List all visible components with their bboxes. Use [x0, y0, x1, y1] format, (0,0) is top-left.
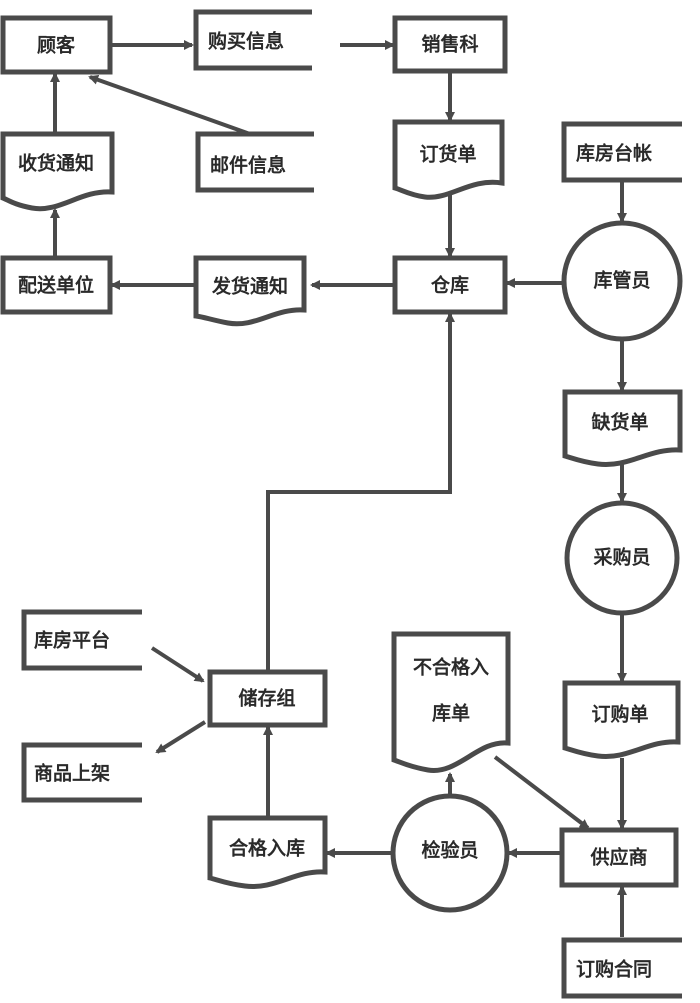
node-label: 库房平台: [34, 629, 110, 652]
store-purchase-contract: 订购合同: [561, 937, 682, 999]
role-inspector: 检验员: [390, 793, 510, 913]
node-label-line1: 不合格入: [413, 656, 489, 679]
node-label: 订购单: [591, 703, 648, 726]
node-customer: 顾客: [0, 15, 113, 75]
node-label: 合格入库: [229, 837, 305, 860]
edge-storage-shelving: [155, 720, 207, 754]
node-sales-dept: 销售科: [392, 15, 508, 74]
node-warehouse: 仓库: [392, 255, 508, 315]
node-label: 检验员: [421, 839, 478, 862]
node-label: 商品上架: [34, 762, 110, 785]
doc-order-form: 订货单: [392, 119, 505, 200]
store-purchase-info: 购买信息: [193, 9, 312, 71]
doc-purchase-order: 订购单: [562, 680, 681, 760]
node-label: 发货通知: [211, 275, 288, 298]
edge-mail-customer: [88, 74, 251, 136]
node-supplier: 供应商: [559, 827, 679, 888]
node-label: 库管员: [593, 269, 650, 292]
doc-shortage-list: 缺货单: [562, 389, 683, 468]
node-label: 邮件信息: [210, 154, 286, 177]
node-label: 仓库: [430, 274, 469, 297]
store-shelving: 商品上架: [21, 742, 142, 803]
node-label: 供应商: [589, 846, 647, 869]
edge-rejected-supplier: [493, 755, 590, 830]
node-label: 购买信息: [208, 30, 284, 53]
edge-storage-warehouse: [266, 312, 455, 672]
node-label: 配送单位: [18, 274, 94, 297]
store-mail-info: 邮件信息: [195, 131, 314, 193]
node-storage-group: 储存组: [207, 669, 328, 728]
edge-platform-storage: [150, 646, 205, 683]
node-label: 缺货单: [591, 411, 648, 434]
role-warehouse-keeper: 库管员: [561, 220, 683, 342]
doc-shipping-notice: 发货通知: [193, 255, 307, 327]
doc-receipt-notice: 收货通知: [0, 131, 115, 212]
store-warehouse-platform: 库房平台: [21, 609, 142, 671]
node-label: 顾客: [37, 34, 76, 57]
node-label: 订购合同: [576, 958, 652, 981]
node-label: 储存组: [238, 687, 295, 710]
role-purchaser: 采购员: [564, 500, 680, 616]
node-delivery-unit: 配送单位: [0, 255, 113, 315]
node-label: 订货单: [419, 143, 476, 166]
store-warehouse-ledger: 库房台帐: [561, 121, 682, 183]
edges: [50, 40, 627, 937]
node-label: 库房台帐: [576, 142, 652, 165]
doc-rejected-storage: 不合格入 库单: [391, 631, 511, 773]
doc-qualified-storage: 合格入库: [207, 815, 328, 890]
node-label: 采购员: [593, 546, 650, 569]
node-label: 收货通知: [18, 152, 94, 175]
node-label: 销售科: [421, 33, 478, 56]
node-label-line2: 库单: [432, 702, 470, 725]
